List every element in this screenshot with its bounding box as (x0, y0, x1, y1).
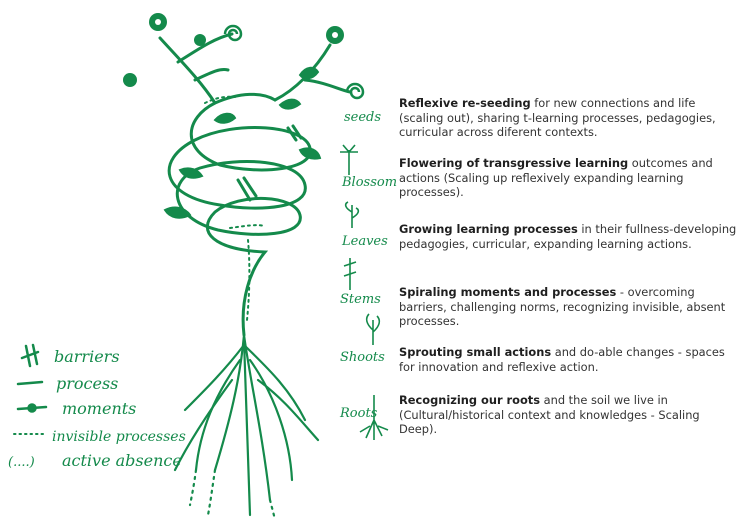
stage-label-shoots: Shoots (340, 350, 385, 365)
stage-label-stems: Stems (340, 292, 381, 307)
barrier-icon (22, 345, 38, 366)
roots (175, 335, 318, 520)
stage-description-roots: Recognizing our roots and the soil we li… (399, 393, 739, 437)
stage-label-blossom: Blossom (342, 175, 397, 190)
legend-label-process: process (56, 374, 118, 393)
stage-description-stems: Spiraling moments and processes - overco… (399, 285, 739, 329)
upper-stem (160, 38, 215, 103)
stage-label-leaves: Leaves (342, 234, 388, 249)
legend-label-absence: active absence (62, 451, 182, 470)
legend-symbols (14, 345, 46, 434)
stem-icon (344, 258, 356, 290)
legend-label-invisible: invisible processes (52, 429, 186, 445)
stage-description-seeds: Reflexive re-seeding for new connections… (399, 96, 739, 140)
stage-description-blossom: Flowering of transgressive learning outc… (399, 156, 739, 200)
blossom-icon (340, 145, 358, 175)
legend-absence-symbol: (....) (8, 455, 35, 470)
stage-heading: Recognizing our roots (399, 393, 540, 407)
process-icon (18, 382, 42, 384)
legend-label-moments: moments (62, 399, 136, 418)
stage-heading: Reflexive re-seeding (399, 96, 531, 110)
stage-description-shoots: Sprouting small actions and do-able chan… (399, 345, 739, 374)
stage-description-leaves: Growing learning processes in their full… (399, 222, 739, 251)
stage-heading: Flowering of transgressive learning (399, 156, 628, 170)
stage-heading: Growing learning processes (399, 222, 578, 236)
legend-label-barriers: barriers (54, 347, 120, 366)
stage-label-seeds: seeds (344, 110, 381, 125)
leaf-icon (346, 202, 359, 228)
stage-label-roots: Roots (340, 406, 377, 421)
shoot-icon (367, 314, 380, 345)
stage-heading: Sprouting small actions (399, 345, 551, 359)
stage-heading: Spiraling moments and processes (399, 285, 616, 299)
